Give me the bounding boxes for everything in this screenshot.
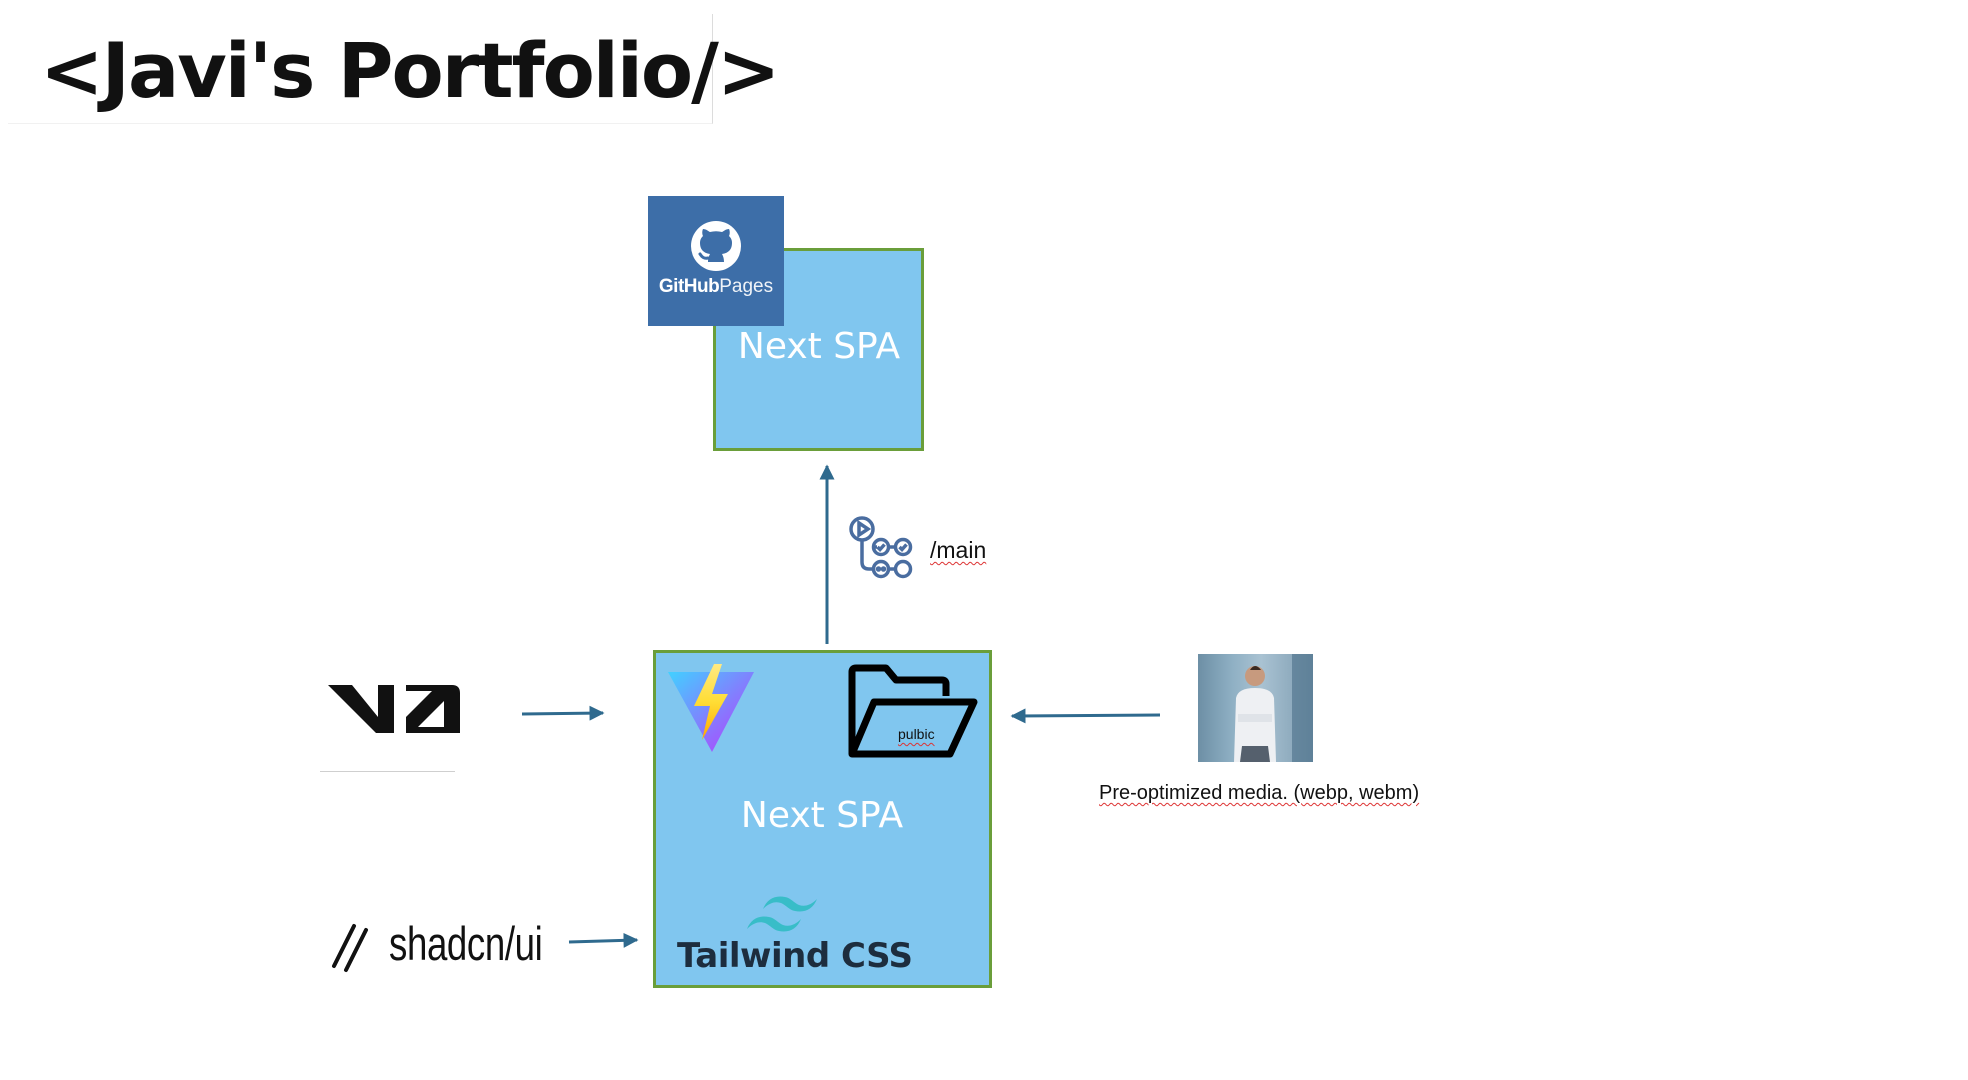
github-pages-word1: GitHub xyxy=(658,276,720,297)
media-arrow xyxy=(1010,708,1161,724)
shadcn-arrow xyxy=(568,932,639,948)
shadcn-logo-icon xyxy=(332,924,368,972)
github-octocat-icon xyxy=(691,221,741,271)
branch-label: /main xyxy=(930,537,987,563)
github-pages-logo: GitHubPages xyxy=(648,196,784,326)
v0-arrow xyxy=(521,705,605,721)
title-box: <Javi's Portfolio/> xyxy=(8,14,781,124)
media-caption: Pre-optimized media. (webp, webm) xyxy=(1099,782,1419,805)
media-caption-text: Pre-optimized media. (webp, webm) xyxy=(1099,782,1420,804)
media-photo xyxy=(1198,654,1313,762)
vite-logo-icon xyxy=(668,664,754,752)
v0-divider xyxy=(320,771,455,772)
folder-label: pulbic xyxy=(898,726,935,742)
person-figure-icon xyxy=(1234,654,1313,762)
app-next-spa-label: Next SPA xyxy=(740,795,904,836)
shadcn-label: shadcn/ui xyxy=(389,917,543,970)
page-title: <Javi's Portfolio/> xyxy=(40,26,781,115)
github-pages-text: GitHubPages xyxy=(648,276,784,298)
github-actions-icon xyxy=(849,516,913,579)
v0-logo-icon xyxy=(328,685,460,733)
tailwind-logo-icon xyxy=(747,896,817,932)
github-pages-word2: Pages xyxy=(719,276,774,297)
deploy-next-spa-label: Next SPA xyxy=(737,326,901,367)
tailwind-label: Tailwind CSS xyxy=(677,936,913,976)
folder-open-icon xyxy=(848,664,978,758)
